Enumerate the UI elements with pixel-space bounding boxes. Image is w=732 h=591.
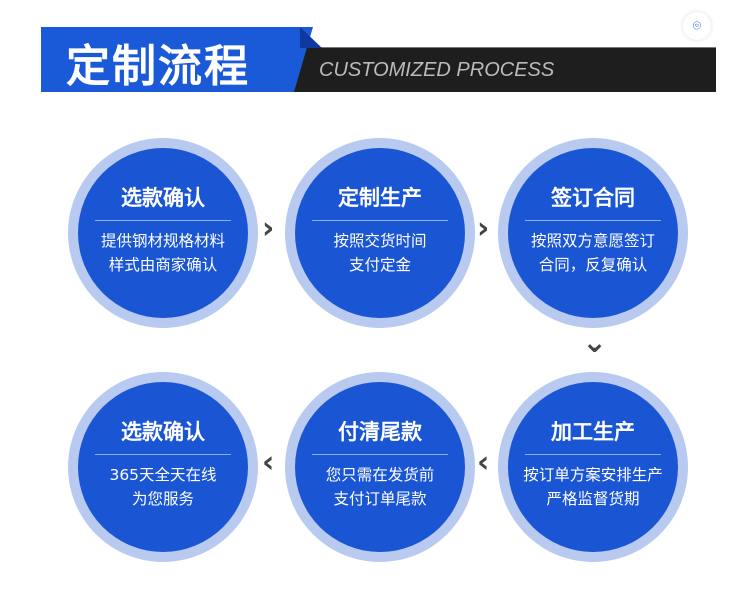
step-desc: 提供钢材规格材料 — [100, 232, 225, 250]
divider — [312, 220, 448, 221]
step-desc: 支付订单尾款 — [333, 490, 427, 508]
chevron-left-icon: ‹ — [262, 445, 275, 480]
step-processing: 加工生产按订单方案安排生产严格监督货期 — [498, 372, 688, 562]
divider — [525, 220, 661, 221]
step-service: 选款确认 365天全天在线为您服务 — [68, 372, 258, 562]
step-title: 加工生产 — [551, 420, 635, 444]
divider — [312, 454, 448, 455]
step-desc: 按订单方案安排生产 — [523, 466, 663, 484]
step-payment: 付清尾款您只需在发货前支付订单尾款 — [285, 372, 475, 562]
step-desc: 为您服务 — [131, 490, 194, 508]
step-desc: 样式由商家确认 — [108, 256, 218, 274]
chevron-right-icon: › — [477, 211, 490, 246]
divider — [95, 220, 231, 221]
chevron-left-icon: ‹ — [477, 445, 490, 480]
step-desc: 按照双方意愿签订 — [530, 232, 655, 250]
step-desc: 严格监督货期 — [546, 490, 640, 508]
chevron-right-icon: › — [262, 211, 275, 246]
page-title: 定制流程 — [66, 41, 250, 92]
step-production: 定制生产按照交货时间支付定金 — [285, 138, 475, 328]
step-contract: 签订合同按照双方意愿签订合同，反复确认 — [498, 138, 688, 328]
divider — [525, 454, 661, 455]
step-title: 选款确认 — [121, 420, 205, 444]
step-desc: 您只需在发货前 — [325, 466, 435, 484]
step-desc: 按照交货时间 — [333, 232, 427, 250]
step-select: 选款确认提供钢材规格材料样式由商家确认 — [68, 138, 258, 328]
page-subtitle: CUSTOMIZED PROCESS — [319, 59, 555, 81]
step-title: 选款确认 — [121, 186, 205, 210]
step-title: 付清尾款 — [338, 420, 422, 444]
step-desc: 支付定金 — [348, 256, 411, 274]
header-dark-bar — [283, 47, 716, 92]
header-blue-block — [41, 27, 313, 92]
step-title: 签订合同 — [551, 186, 635, 210]
step-title: 定制生产 — [338, 186, 422, 210]
divider — [95, 454, 231, 455]
scan-icon[interactable]: ⌾ — [683, 12, 711, 40]
chevron-down-icon: ⌄ — [582, 325, 608, 360]
step-desc: 365天全天在线 — [109, 466, 217, 484]
step-desc: 合同，反复确认 — [538, 256, 648, 274]
